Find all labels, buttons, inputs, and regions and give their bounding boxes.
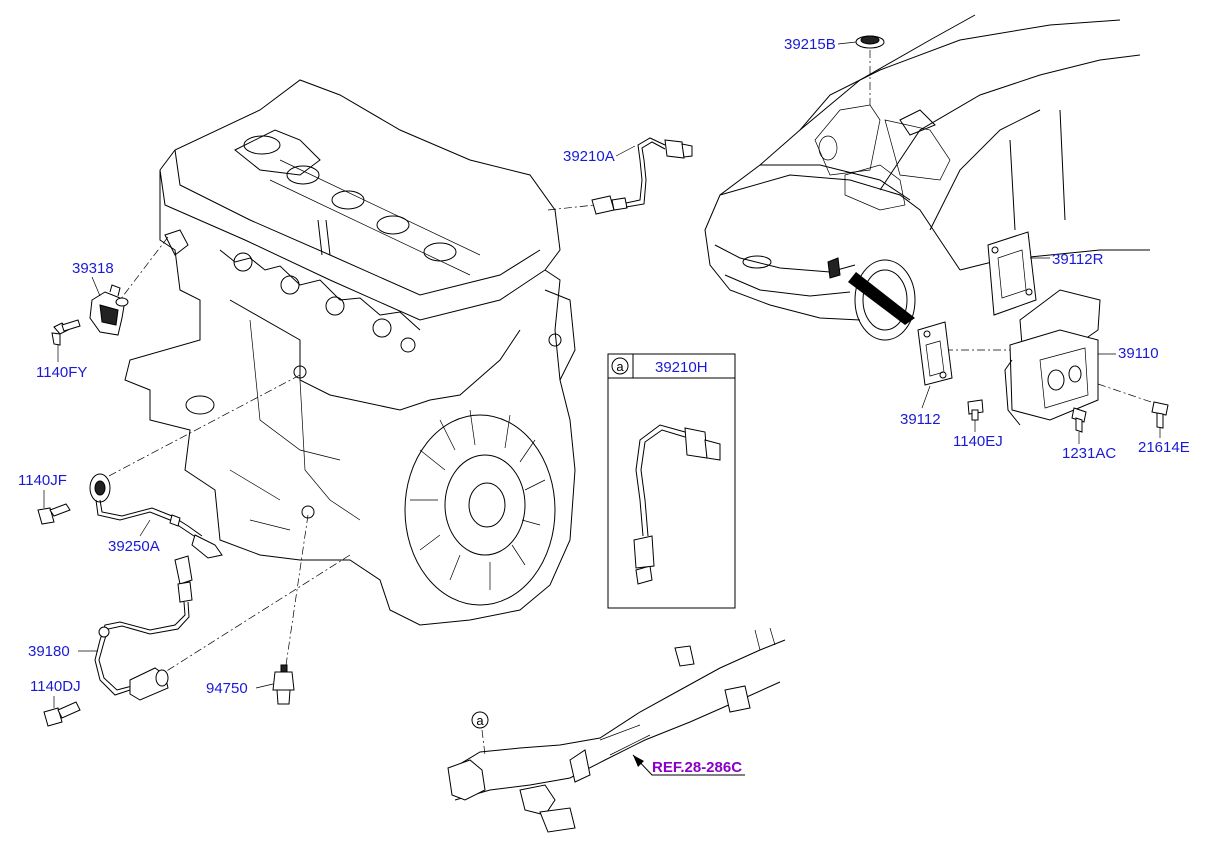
- label-94750[interactable]: 94750: [206, 680, 248, 697]
- exhaust-marker: a: [476, 713, 484, 728]
- oil-pressure-switch-94750[interactable]: [272, 664, 295, 705]
- bolt-1231AC[interactable]: [1071, 407, 1087, 433]
- label-1231AC[interactable]: 1231AC: [1062, 445, 1116, 462]
- detail-box-39210H: a 39210H: [607, 353, 736, 609]
- ecu-bracket-39112[interactable]: [917, 321, 953, 386]
- label-39110[interactable]: 39110: [1118, 345, 1159, 362]
- bolt-21614E[interactable]: [1151, 401, 1169, 429]
- label-39318[interactable]: 39318: [72, 260, 114, 277]
- ecu-bracket-39112R[interactable]: [987, 231, 1037, 316]
- engine-block-illustration: [124, 79, 576, 626]
- label-1140FY[interactable]: 1140FY: [36, 364, 87, 381]
- knock-sensor-39250A[interactable]: [89, 473, 223, 559]
- detail-part-number: 39210H: [655, 359, 708, 376]
- exhaust-marker-circle: [471, 711, 489, 729]
- label-39112[interactable]: 39112: [900, 411, 941, 428]
- vehicle-illustration: [704, 14, 1150, 341]
- crank-position-sensor-39180[interactable]: [94, 555, 193, 701]
- oxygen-sensor-39210A[interactable]: [591, 137, 693, 215]
- cam-position-sensor-39318[interactable]: [89, 284, 129, 336]
- bolt-1140EJ[interactable]: [967, 399, 984, 421]
- label-39215B[interactable]: 39215B: [784, 36, 836, 53]
- exhaust-manifold-illustration: a: [447, 627, 786, 833]
- label-39210A[interactable]: 39210A: [563, 148, 615, 165]
- label-39112R[interactable]: 39112R: [1052, 251, 1104, 268]
- bolt-1140DJ[interactable]: [43, 701, 81, 727]
- reference-link[interactable]: REF.28-286C: [652, 759, 742, 776]
- detail-marker: a: [616, 359, 624, 374]
- bolt-1140FY[interactable]: [51, 319, 81, 346]
- detail-marker-circle: [611, 357, 629, 375]
- label-39180[interactable]: 39180: [28, 643, 70, 660]
- part-labels: 39215B 39210A 39318 1140FY 39112R 39110 …: [18, 36, 1190, 776]
- label-21614E[interactable]: 21614E: [1138, 439, 1190, 456]
- label-1140DJ[interactable]: 1140DJ: [30, 678, 81, 695]
- plug-39215B[interactable]: [855, 35, 885, 49]
- bolt-1140JF[interactable]: [37, 503, 71, 525]
- label-1140JF[interactable]: 1140JF: [18, 472, 67, 489]
- ecu-39110[interactable]: [1004, 289, 1101, 426]
- label-1140EJ[interactable]: 1140EJ: [953, 433, 1003, 450]
- label-39250A[interactable]: 39250A: [108, 538, 160, 555]
